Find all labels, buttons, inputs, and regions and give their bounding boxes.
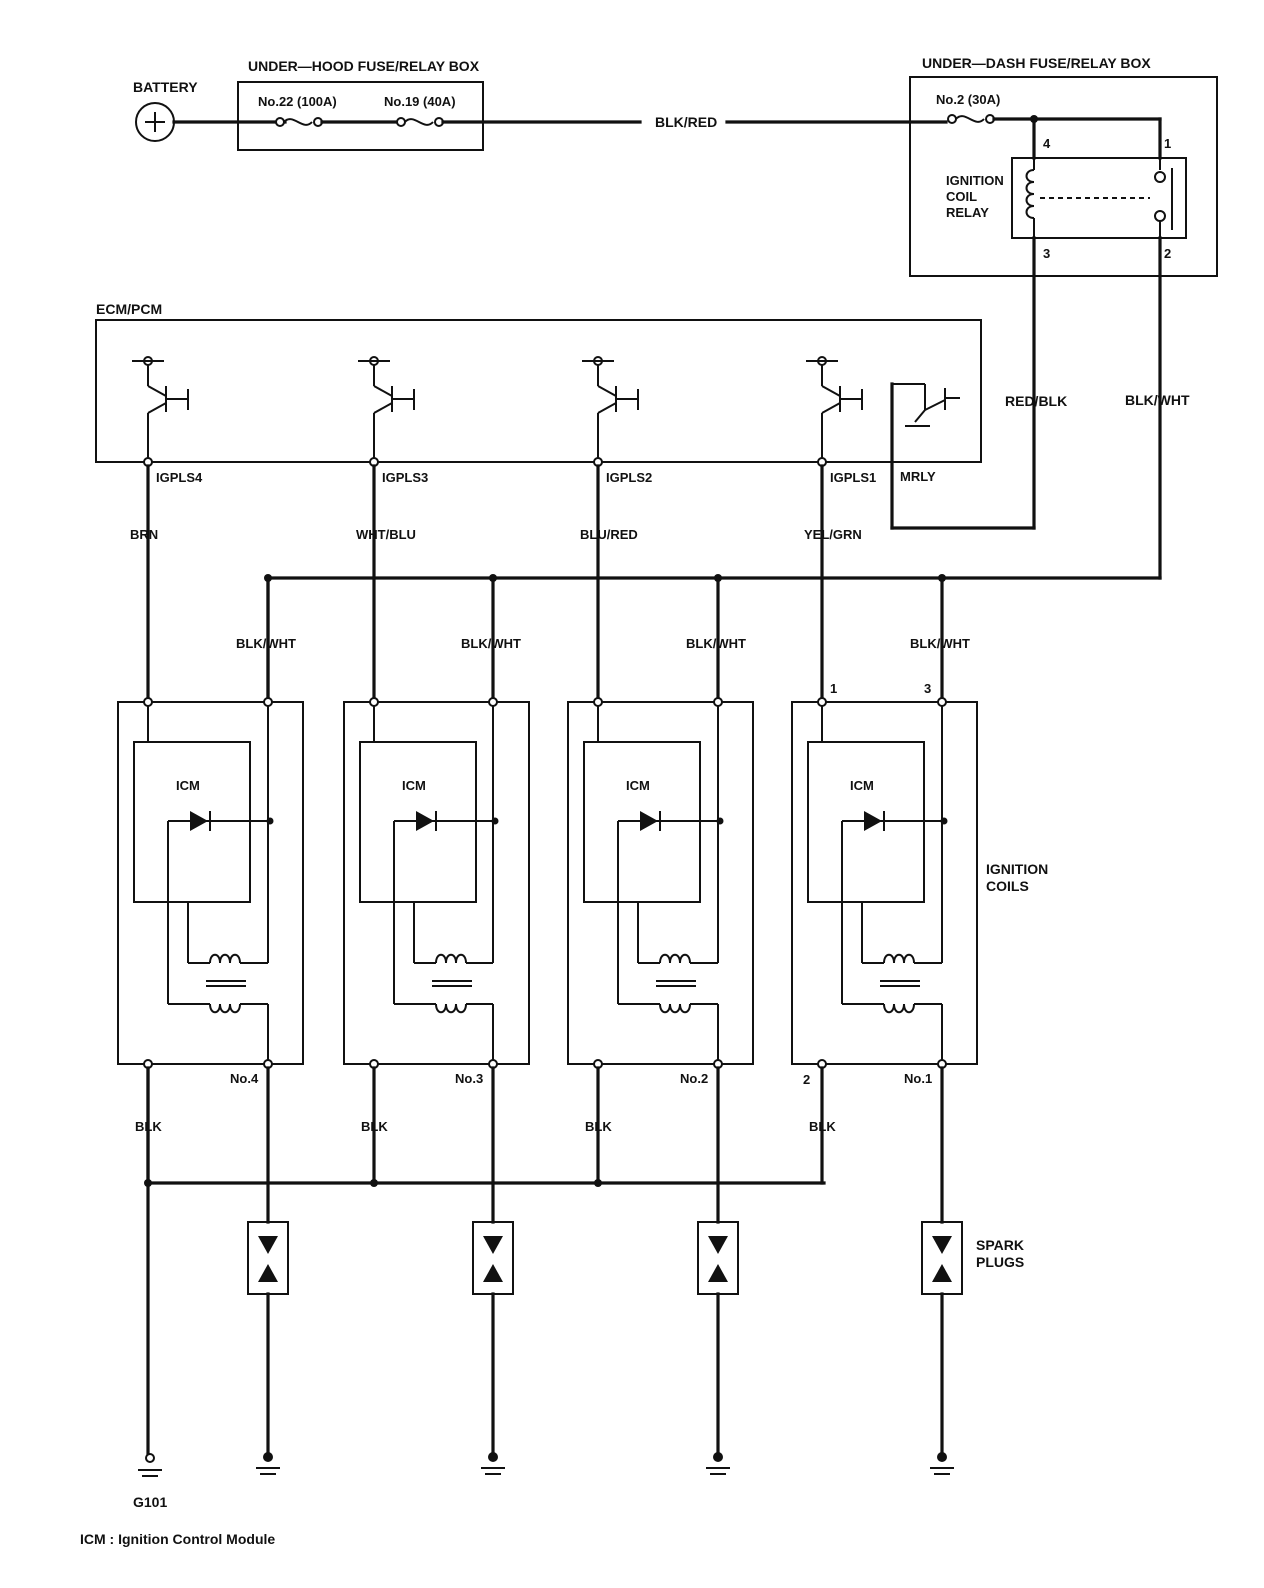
primary-coil xyxy=(638,953,718,987)
fuse-no2-label: No.2 (30A) xyxy=(936,92,1000,107)
ignition-coil-relay xyxy=(1011,157,1187,239)
primary-coil xyxy=(414,953,493,987)
primary-coil xyxy=(862,953,942,987)
spark-plug-symbol xyxy=(247,1221,289,1295)
ground-symbol xyxy=(706,1452,730,1475)
under-hood-fuse-box xyxy=(237,81,484,151)
ecm-terminal-label: IGPLS2 xyxy=(606,470,652,485)
spark-plugs-label-line2: PLUGS xyxy=(976,1254,1024,1270)
icm-label: ICM xyxy=(850,778,874,793)
icm-label: ICM xyxy=(176,778,200,793)
ecm-pcm-box xyxy=(95,319,982,463)
signal-wire-label: YEL/GRN xyxy=(804,527,862,542)
ecm-driver-transistor xyxy=(582,356,639,462)
relay-pin-2: 2 xyxy=(1164,246,1171,261)
relay-label-line2: COIL xyxy=(946,189,977,204)
ground-wire-label: BLK xyxy=(361,1119,388,1134)
spark-plug-symbol xyxy=(697,1221,739,1295)
blk-red-wire-label: BLK/RED xyxy=(655,114,717,130)
ground-wire-label: BLK xyxy=(585,1119,612,1134)
ground-symbol xyxy=(930,1452,954,1475)
ground-wire-label: BLK xyxy=(135,1119,162,1134)
ecm-driver-transistor xyxy=(358,356,415,462)
mrly-terminal-label: MRLY xyxy=(900,469,936,484)
spark-plug-symbol xyxy=(921,1221,963,1295)
ignition-coil-housing xyxy=(791,701,978,1065)
under-hood-box-title: UNDER—HOOD FUSE/RELAY BOX xyxy=(248,58,480,74)
coil-number-label: No.4 xyxy=(230,1071,259,1086)
ignition-coils-label-line2: COILS xyxy=(986,878,1029,894)
relay-label-line1: IGNITION xyxy=(946,173,1004,188)
ignition-coil-housing xyxy=(567,701,754,1065)
battery-symbol xyxy=(135,102,175,142)
coil-no1-pin3: 3 xyxy=(924,681,931,696)
secondary-coil xyxy=(842,1003,943,1060)
signal-wire-label: BRN xyxy=(130,527,158,542)
feed-wire-label: BLK/WHT xyxy=(686,636,746,651)
ground-wire-label: BLK xyxy=(809,1119,836,1134)
red-blk-wire-label: RED/BLK xyxy=(1005,393,1067,409)
fuse-no19-symbol xyxy=(396,117,444,127)
ground-symbol xyxy=(256,1452,280,1475)
fuse-no22-symbol xyxy=(275,117,323,127)
battery-label: BATTERY xyxy=(133,79,198,95)
secondary-coil xyxy=(394,1003,494,1060)
relay-pin-3: 3 xyxy=(1043,246,1050,261)
relay-pin-1: 1 xyxy=(1164,136,1171,151)
feed-wire-label: BLK/WHT xyxy=(910,636,970,651)
ecm-driver-transistor xyxy=(806,356,863,462)
diode-symbol xyxy=(842,811,942,831)
relay-pin-4: 4 xyxy=(1043,136,1051,151)
signal-wire-label: WHT/BLU xyxy=(356,527,416,542)
fuse-no22-label: No.22 (100A) xyxy=(258,94,337,109)
footnote: ICM : Ignition Control Module xyxy=(80,1531,275,1547)
under-dash-box-title: UNDER—DASH FUSE/RELAY BOX xyxy=(922,55,1151,71)
diode-symbol xyxy=(168,811,268,831)
coil-number-label: No.2 xyxy=(680,1071,708,1086)
icm-label: ICM xyxy=(626,778,650,793)
ground-symbol xyxy=(481,1452,505,1475)
spark-plugs-label-line1: SPARK xyxy=(976,1237,1024,1253)
ecm-terminal-label: IGPLS1 xyxy=(830,470,876,485)
ignition-coil-housing xyxy=(117,701,304,1065)
secondary-coil xyxy=(168,1003,269,1060)
ecm-driver-transistor xyxy=(132,356,189,462)
secondary-coil xyxy=(618,1003,719,1060)
relay-coil-symbol xyxy=(1025,158,1035,238)
coil-no1-pin1: 1 xyxy=(830,681,837,696)
relay-label-line3: RELAY xyxy=(946,205,989,220)
diode-symbol xyxy=(618,811,718,831)
icm-label: ICM xyxy=(402,778,426,793)
ecm-terminal-label: IGPLS4 xyxy=(156,470,203,485)
fuse-no19-label: No.19 (40A) xyxy=(384,94,456,109)
relay-switch-symbol xyxy=(1154,158,1173,238)
coil-number-label: No.1 xyxy=(904,1071,932,1086)
ignition-coil-housing xyxy=(343,701,530,1065)
primary-coil xyxy=(188,953,268,987)
ecm-title: ECM/PCM xyxy=(96,301,162,317)
under-dash-fuse-box xyxy=(909,76,1218,277)
ecm-terminal-label: IGPLS3 xyxy=(382,470,428,485)
spark-plug-symbol xyxy=(472,1221,514,1295)
coil-no1-pin2: 2 xyxy=(803,1072,810,1087)
diode-symbol xyxy=(394,811,493,831)
mrly-transistor xyxy=(892,383,960,427)
fuse-no2-symbol xyxy=(947,114,995,124)
ignition-coils-label-line1: IGNITION xyxy=(986,861,1048,877)
feed-wire-label: BLK/WHT xyxy=(236,636,296,651)
coil-number-label: No.3 xyxy=(455,1071,483,1086)
feed-wire-label: BLK/WHT xyxy=(461,636,521,651)
signal-wire-label: BLU/RED xyxy=(580,527,638,542)
g101-label: G101 xyxy=(133,1494,167,1510)
blk-wht-relay-wire-label: BLK/WHT xyxy=(1125,392,1190,408)
g101-ground-symbol xyxy=(138,1453,162,1477)
